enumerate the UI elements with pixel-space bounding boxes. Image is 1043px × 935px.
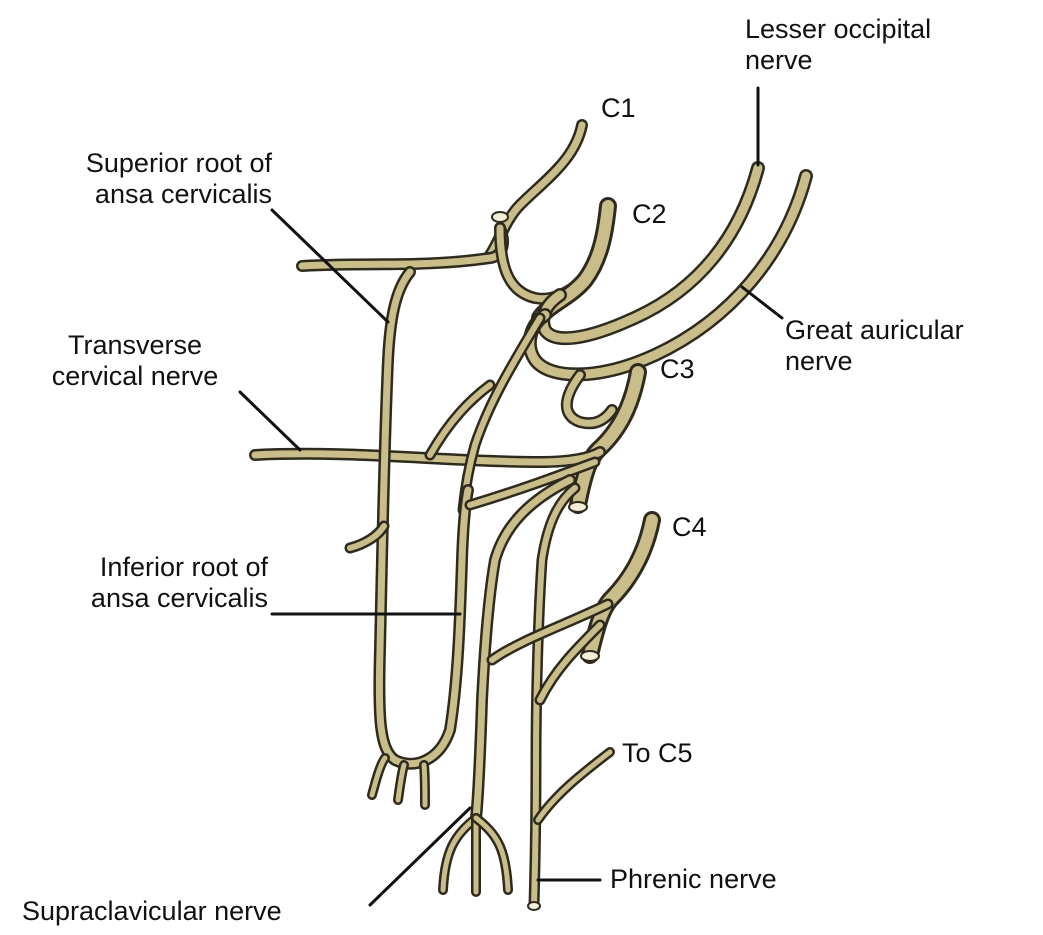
label-line: Superior root of bbox=[20, 148, 272, 179]
label-c4: C4 bbox=[672, 512, 707, 543]
label-line: Transverse bbox=[10, 330, 260, 361]
label-line: Great auricular bbox=[785, 315, 964, 346]
leader-supraclavicular bbox=[370, 808, 470, 905]
label-line: ansa cervicalis bbox=[20, 179, 272, 210]
label-inferior-root-ansa-cervicalis: Inferior root of ansa cervicalis bbox=[20, 552, 268, 614]
label-transverse-cervical-nerve: Transverse cervical nerve bbox=[10, 330, 260, 392]
label-supraclavicular-nerve: Supraclavicular nerve bbox=[22, 896, 282, 927]
label-line: Lesser occipital bbox=[745, 14, 931, 45]
c3-root bbox=[578, 372, 638, 505]
label-c2: C2 bbox=[632, 199, 667, 230]
label-lesser-occipital-nerve: Lesser occipital nerve bbox=[745, 14, 931, 76]
label-line: nerve bbox=[785, 346, 964, 377]
label-line: Inferior root of bbox=[20, 552, 268, 583]
label-to-c5: To C5 bbox=[622, 738, 693, 769]
label-superior-root-ansa-cervicalis: Superior root of ansa cervicalis bbox=[20, 148, 272, 210]
top-horizontal-branch bbox=[302, 228, 503, 266]
leader-great-auricular bbox=[742, 287, 782, 318]
ansa-cervicalis-loop bbox=[379, 272, 468, 764]
label-c1: C1 bbox=[601, 93, 636, 124]
label-phrenic-nerve: Phrenic nerve bbox=[610, 864, 777, 895]
c4-root bbox=[590, 520, 652, 655]
supraclavicular-branches bbox=[443, 818, 508, 892]
c2-c3-loop bbox=[567, 375, 612, 423]
label-line: nerve bbox=[745, 45, 931, 76]
leader-transverse-cervical bbox=[240, 392, 300, 450]
supraclavicular-trunk bbox=[476, 480, 570, 818]
label-great-auricular-nerve: Great auricular nerve bbox=[785, 315, 964, 377]
c5-branch bbox=[538, 752, 610, 820]
label-line: cervical nerve bbox=[10, 361, 260, 392]
label-c3: C3 bbox=[660, 354, 695, 385]
label-line: ansa cervicalis bbox=[20, 583, 268, 614]
